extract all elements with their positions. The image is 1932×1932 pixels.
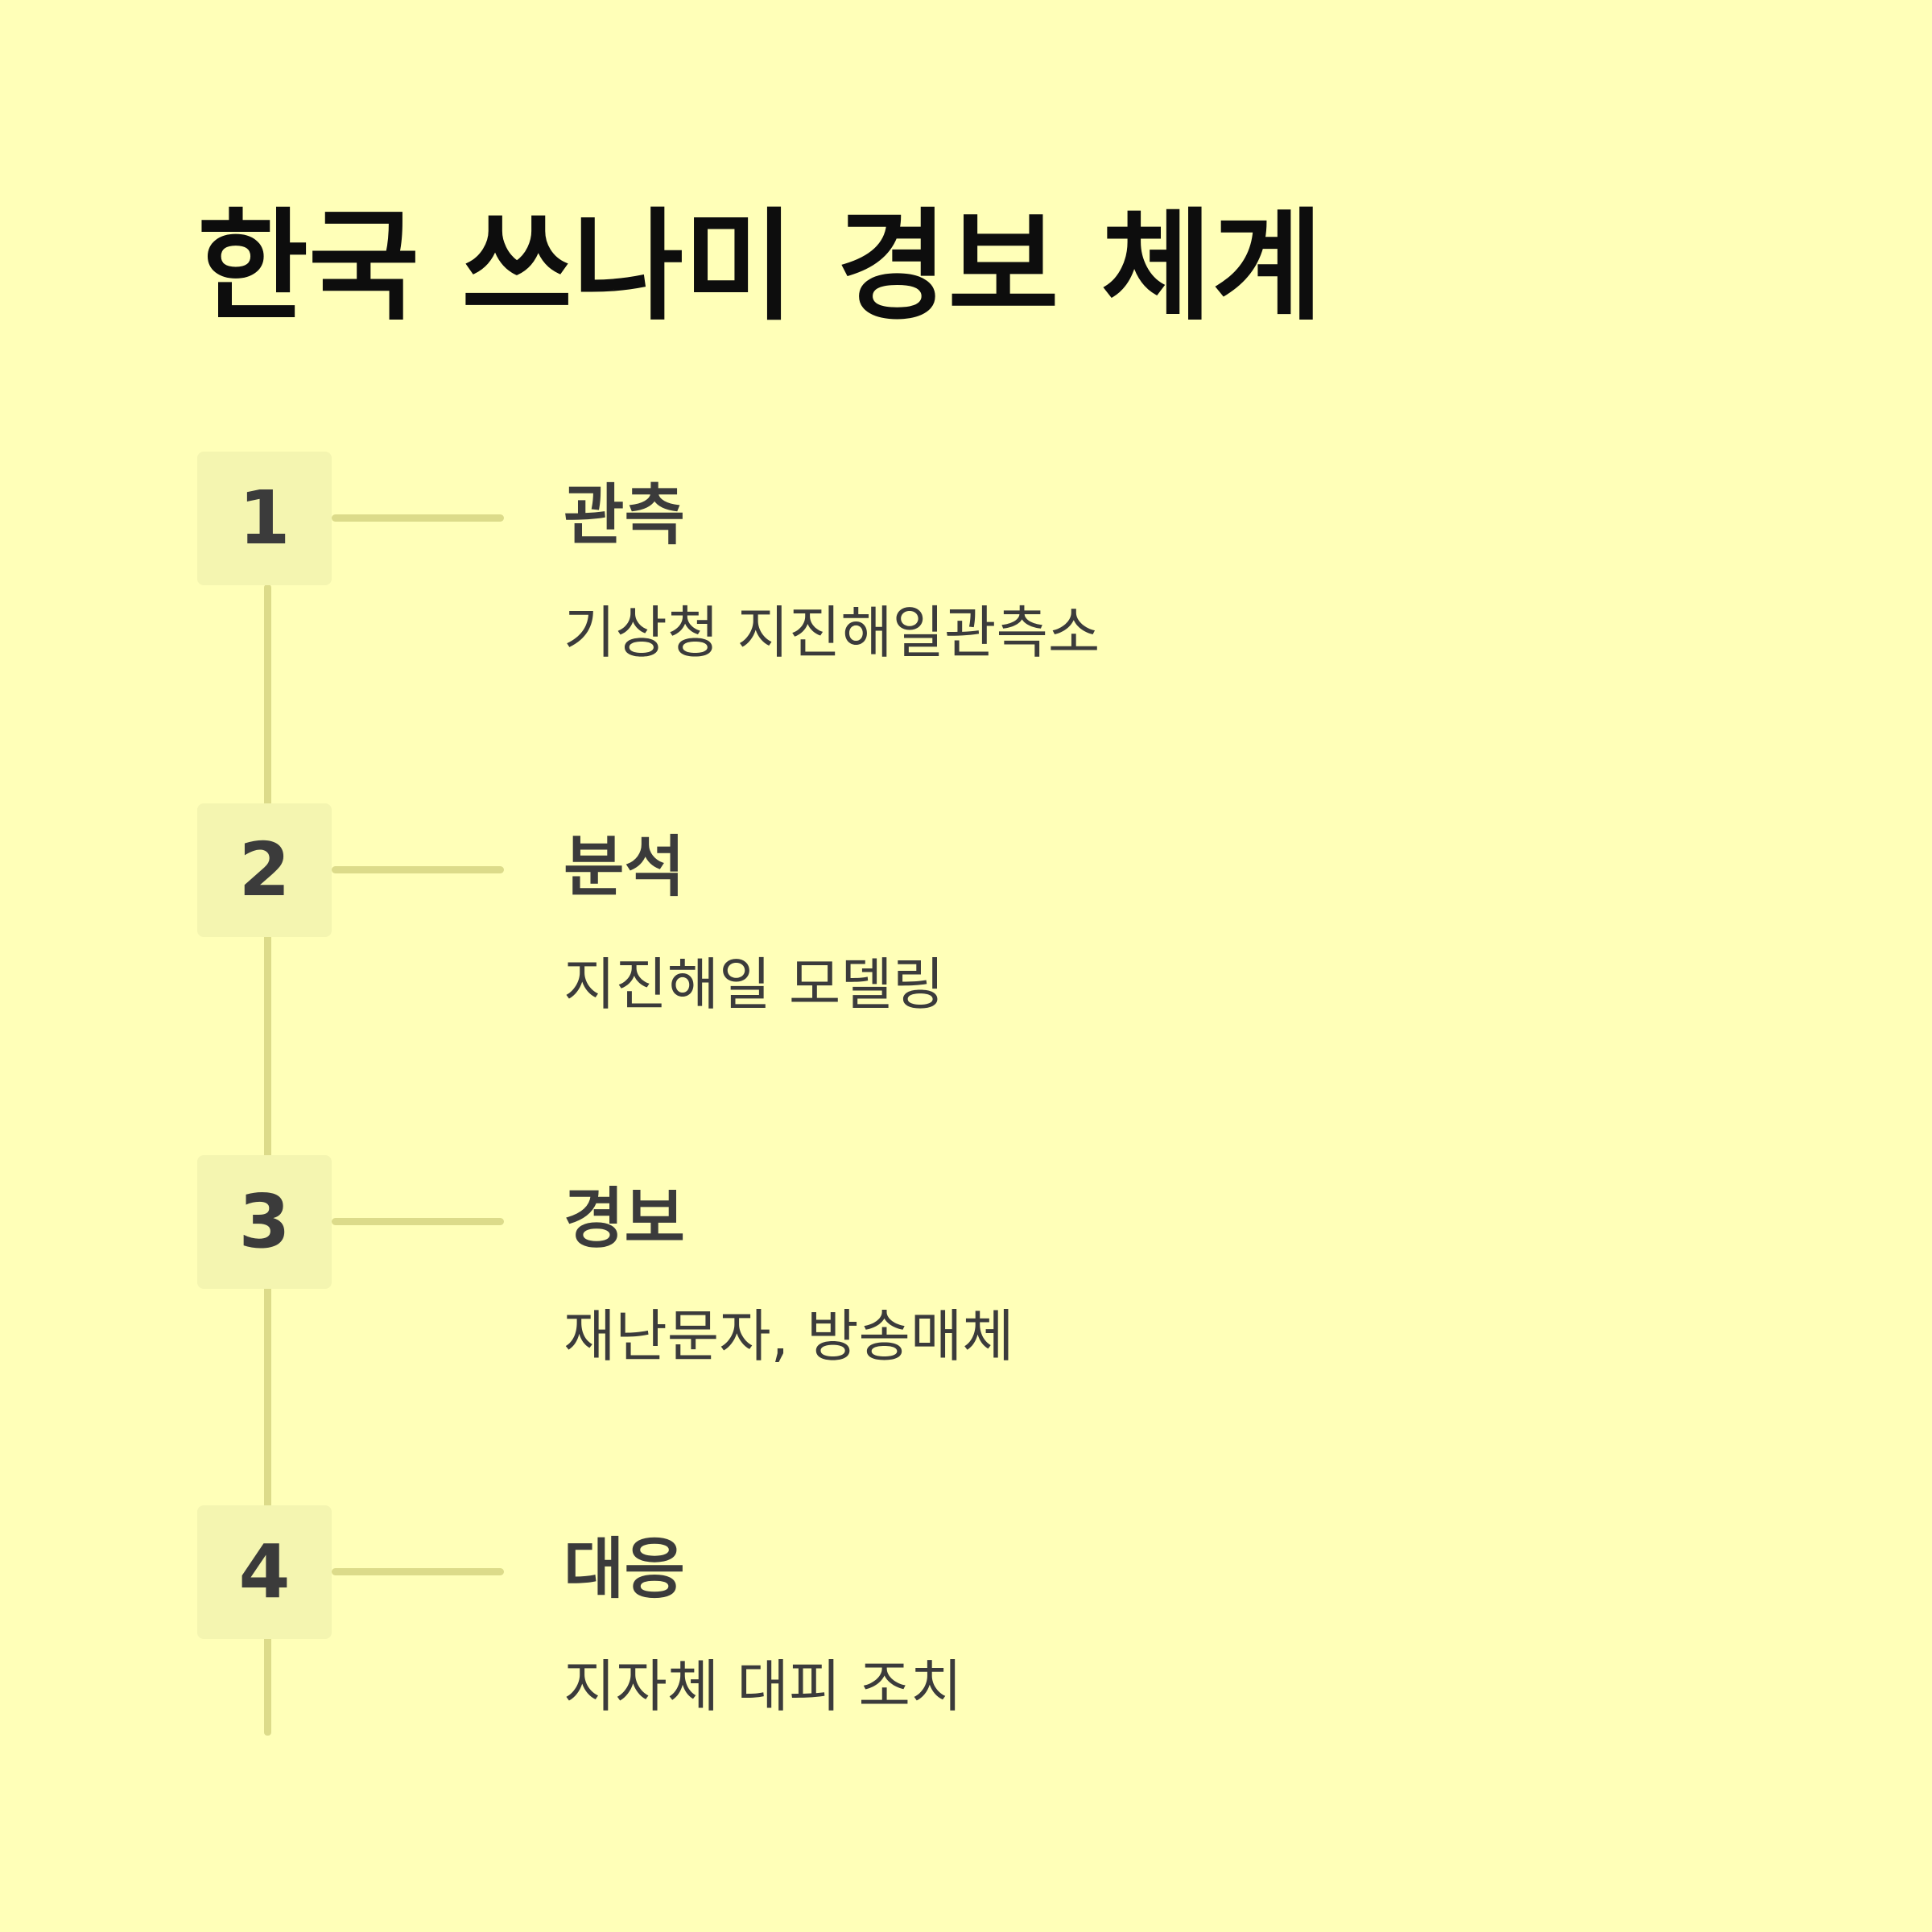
step-3-connector [332,1218,504,1225]
step-4-heading: 대응 [564,1531,685,1608]
step-1-number: 1 [238,475,291,561]
step-3-number: 3 [238,1179,291,1265]
step-1-badge: 1 [197,452,332,585]
step-2-number: 2 [238,827,291,913]
step-3-badge: 3 [197,1155,332,1289]
step-4: 4 대응 지자체 대피 조치 [0,1505,1932,1811]
step-2-connector [332,866,504,873]
page-title: 한국 쓰나미 경보 체계 [197,197,1323,337]
step-4-badge: 4 [197,1505,332,1639]
step-3: 3 경보 재난문자, 방송매체 [0,1155,1932,1461]
step-2-badge: 2 [197,803,332,937]
step-3-description: 재난문자, 방송매체 [564,1303,1014,1369]
step-3-heading: 경보 [564,1181,685,1257]
step-2: 2 분석 지진해일 모델링 [0,803,1932,1109]
step-1-connector [332,514,504,522]
step-2-heading: 분석 [564,829,685,906]
step-4-connector [332,1568,504,1575]
step-1-description: 기상청 지진해일관측소 [564,600,1100,666]
step-4-description: 지자체 대피 조치 [564,1653,963,1719]
step-1: 1 관측 기상청 지진해일관측소 [0,452,1932,758]
step-1-heading: 관측 [564,477,685,554]
step-4-number: 4 [238,1529,291,1615]
step-2-description: 지진해일 모델링 [564,952,945,1018]
